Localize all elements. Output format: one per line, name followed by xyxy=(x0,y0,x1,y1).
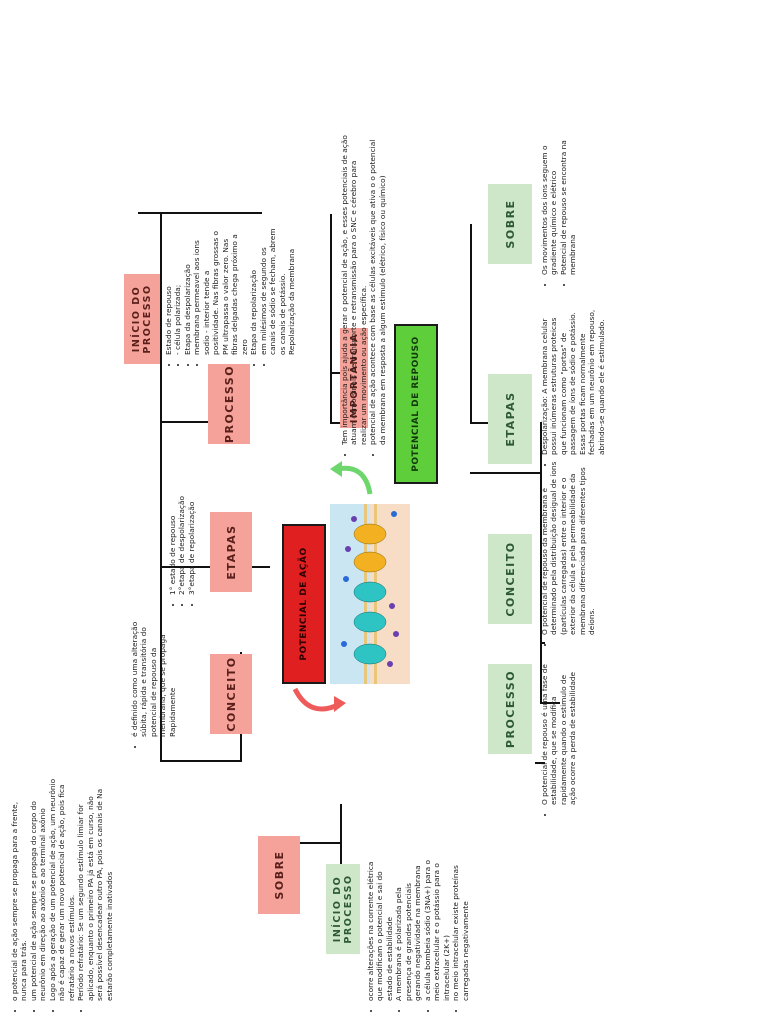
ap-inicio-box: INÍCIO DO PROCESSO xyxy=(124,274,160,364)
rp-inicio-box: INÍCIO DO PROCESSO xyxy=(326,864,360,954)
list-item: Período refratário: Se um segundo estímu… xyxy=(76,778,114,1001)
rp-etapas-label: ETAPAS xyxy=(503,391,517,447)
list-item: Estado de repouso xyxy=(164,222,173,355)
list-item: potencial de ação acontece com base as c… xyxy=(368,134,387,445)
rp-etapas-text: Despolarização: A membrana celular possu… xyxy=(540,304,640,464)
curved-arrow-green xyxy=(330,459,380,499)
rp-inicio-label: INÍCIO DO PROCESSO xyxy=(332,874,354,944)
list-item: o potencial de ação sempre se propaga pa… xyxy=(10,778,29,1001)
rp-processo-label: PROCESSO xyxy=(503,669,517,749)
resting-potential-title: POTENCIAL DE REPOUSO xyxy=(394,324,438,484)
ap-etapas-box: ETAPAS xyxy=(210,512,252,592)
ap-conceito-box: CONCEITO xyxy=(210,654,252,734)
list-item: Potencial de repouso se encontra na memb… xyxy=(559,134,578,275)
list-item: Os movimentos dos ions seguem o gradient… xyxy=(540,134,559,275)
list-item: O potencial de repouso da membrana é det… xyxy=(540,454,597,635)
list-item: Etapa da repolarização xyxy=(249,222,258,355)
list-item: é definido como uma alteração súbita, rá… xyxy=(130,621,177,737)
list-item: - célula polarizada; xyxy=(173,222,182,355)
ap-inicio-label: INÍCIO DO PROCESSO xyxy=(131,284,153,354)
membrane-channel-illustration xyxy=(330,504,410,684)
list-item: Etapa da despolarização xyxy=(183,222,192,355)
ap-sobre-box: SOBRE xyxy=(258,836,300,914)
curved-arrow-red xyxy=(290,684,350,724)
rp-etapas-box: ETAPAS xyxy=(488,374,532,464)
list-item: em milésimos de segundo os canais de sód… xyxy=(259,222,297,355)
list-item: 2°etapa de despolarização xyxy=(177,484,186,595)
list-item: no meio intracelular existe proteínas ca… xyxy=(451,860,470,1001)
list-item: A membrana é polarizada pela presença de… xyxy=(394,860,422,1001)
list-item: membrana permeavel aos ions sodio - inte… xyxy=(192,222,249,355)
rp-conceito-box: CONCEITO xyxy=(488,534,532,624)
list-item: ocorre alterações na corrente elétrica q… xyxy=(366,860,394,1001)
list-item: O potencial de repouso é uma fase de est… xyxy=(540,664,578,805)
ap-etapas-label: ETAPAS xyxy=(224,524,238,580)
list-item: a célula bombeia sódio (3NA+) para o mei… xyxy=(423,860,451,1001)
ap-processo-box: PROCESSO xyxy=(208,364,250,444)
ap-sobre-text: o potencial de ação sempre se propaga pa… xyxy=(10,778,150,1010)
ap-inicio-text: Estado de repouso- célula polarizada;Eta… xyxy=(164,222,314,364)
ap-sobre-label: SOBRE xyxy=(272,850,286,900)
ap-conceito-text: é definido como uma alteração súbita, rá… xyxy=(130,621,208,746)
list-item: Logo após a geração de um potencial de a… xyxy=(48,778,76,1001)
rp-processo-box: PROCESSO xyxy=(488,664,532,754)
rp-sobre-box: SOBRE xyxy=(488,184,532,264)
ap-processo-label: PROCESSO xyxy=(222,364,236,444)
rp-inicio-text: ocorre alterações na corrente elétrica q… xyxy=(366,860,516,1010)
resting-potential-title-label: POTENCIAL DE REPOUSO xyxy=(411,336,421,472)
list-item: Despolarização: A membrana celular possu… xyxy=(540,304,606,455)
rp-sobre-label: SOBRE xyxy=(503,199,517,249)
action-potential-title: POTENCIAL DE AÇÃO xyxy=(282,524,326,684)
action-potential-title-label: POTENCIAL DE AÇÃO xyxy=(299,547,309,661)
list-item: Tem importância pois ajuda a gerar o pot… xyxy=(340,134,368,445)
rp-conceito-label: CONCEITO xyxy=(503,541,517,617)
rp-conceito-text: O potencial de repouso da membrana é det… xyxy=(540,454,620,644)
rp-sobre-text: Os movimentos dos ions seguem o gradient… xyxy=(540,134,600,284)
ap-conceito-label: CONCEITO xyxy=(224,656,238,732)
list-item: 3°etapa de repolarização xyxy=(187,484,196,595)
rp-processo-text: O potencial de repouso é uma fase de est… xyxy=(540,664,600,814)
ap-etapas-text: 1° estado de repouso2°etapa de despolari… xyxy=(168,484,208,604)
list-item: um potencial de ação sempre se propaga d… xyxy=(29,778,48,1001)
list-item: 1° estado de repouso xyxy=(168,484,177,595)
